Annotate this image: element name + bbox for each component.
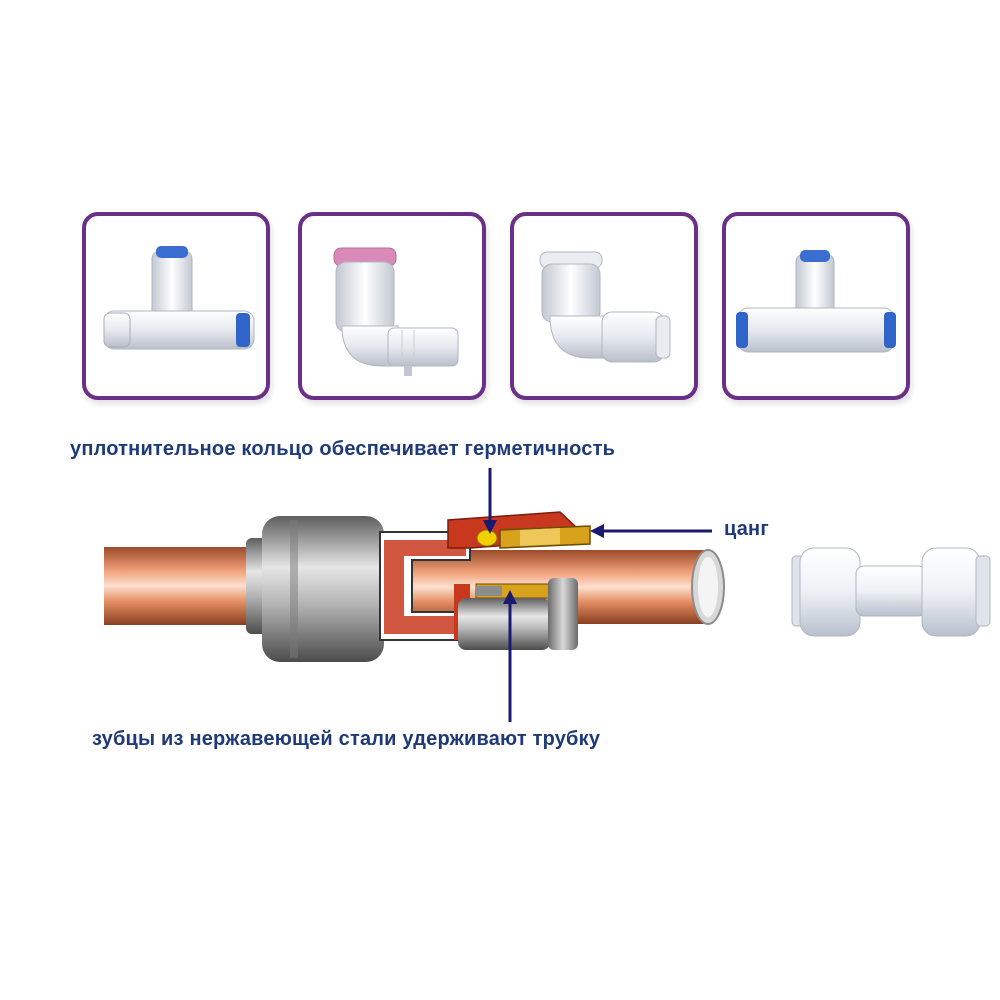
product-card-elbow-pink [298,212,486,400]
elbow-fitting-pink-image [333,247,459,376]
product-card-tee-horizontal [722,212,910,400]
product-card-tee [82,212,270,400]
release-collar [548,578,578,650]
tee-fitting-horizontal-image [736,250,896,353]
sealing-ring [476,529,498,547]
seal-label: уплотнительное кольцо обеспечивает герме… [70,438,616,460]
teeth-label: зубцы из нержавеющей стали удерживают тр… [92,728,601,750]
collet-label: цанг [724,518,769,540]
straight-coupler-image [791,547,991,637]
tee-fitting-image [103,246,255,350]
elbow-fitting-white-image [539,251,671,363]
fitting-body-right [458,598,550,650]
product-card-elbow-white [510,212,698,400]
fitting-body-left [262,516,384,662]
